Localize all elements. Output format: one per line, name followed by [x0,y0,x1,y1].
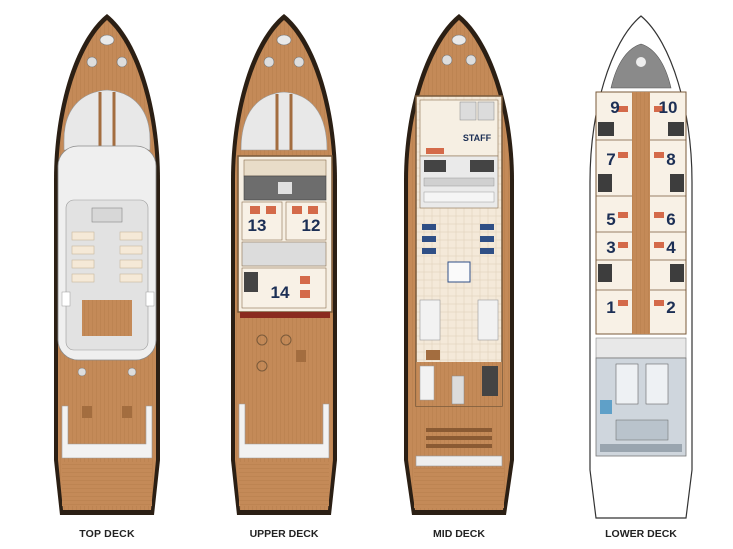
cabin-number-3: 3 [606,238,615,257]
lower-deck: 9 10 7 8 5 6 3 4 1 2 [589,15,693,519]
mid-deck-swim-platform [414,468,504,508]
upper-deck-aft-sofa [238,403,330,459]
cabin-number-4: 4 [666,238,676,257]
top-deck-center-wood [82,300,132,336]
lower-deck-engine-left [615,363,639,405]
cabin-number-14: 14 [271,283,290,302]
mid-deck-dining-table [447,261,471,283]
upper-deck-windscreen [240,91,328,151]
top-deck-sunbeds-left [71,231,95,283]
top-deck-capstan-left [86,56,98,68]
cabin-number-8: 8 [666,150,675,169]
upper-deck-swim-platform [239,462,329,506]
upper-deck-aft-wood [240,320,328,400]
lower-deck-bulkhead [595,337,687,359]
lower-deck-corridor [632,92,650,334]
mid-deck-sofa-left [419,299,441,341]
upper-deck: 13 12 14 [231,14,337,515]
top-deck-aft-wood [62,362,152,402]
top-deck-label: TOP DECK [79,528,135,540]
lower-deck-bathrooms [598,122,684,282]
cabin-number-2: 2 [666,298,675,317]
cabin-number-7: 7 [606,150,615,169]
mid-deck-sofa-right [477,299,499,341]
lower-deck-label: LOWER DECK [605,528,677,540]
top-deck-sunbeds-right [119,231,143,283]
upper-deck-bridge-console [243,159,327,177]
staff-zone-label: STAFF [463,133,492,143]
mid-deck-label: MID DECK [433,528,485,540]
top-deck-aft-sofa [61,405,153,459]
top-deck-lounger-right [145,291,155,307]
lower-deck-beds [618,106,664,306]
mid-deck-transom [415,455,503,467]
top-deck-lounger-left [61,291,71,307]
mid-deck-dining-chairs [422,224,494,254]
cabin-number-1: 1 [606,298,615,317]
upper-deck-bathrooms [241,241,327,267]
cabin-number-6: 6 [666,210,675,229]
top-deck-capstan-right [116,56,128,68]
cabin-number-10: 10 [659,98,678,117]
mid-deck-aft-benches [426,428,492,448]
top-deck-bow-hatch [99,34,115,46]
cabin-number-5: 5 [606,210,615,229]
top-deck-windscreen [63,89,151,151]
lower-deck-engine-right [645,363,669,405]
upper-deck-bar [240,312,330,318]
cabin-number-12: 12 [302,216,321,235]
cabin-number-9: 9 [610,98,619,117]
lower-deck-cabin-walls [596,139,686,291]
upper-deck-label: UPPER DECK [250,528,319,540]
mid-deck: STAFF [404,14,514,515]
top-deck [54,14,160,515]
top-deck-swim-platform [62,462,152,506]
top-deck-helm [91,207,123,223]
cabin-number-13: 13 [248,216,267,235]
